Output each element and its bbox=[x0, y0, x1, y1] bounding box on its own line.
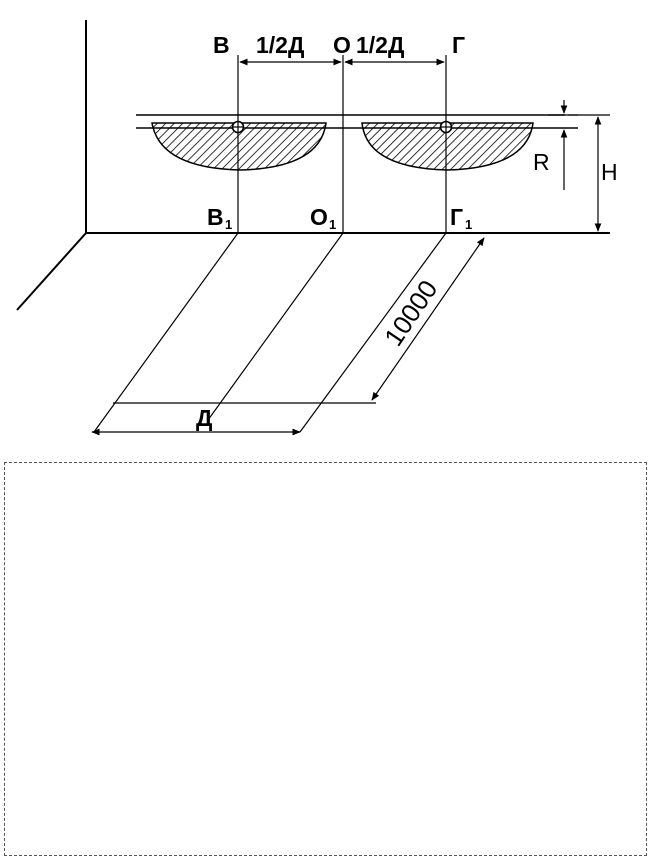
label-point-g1: Г bbox=[450, 204, 463, 230]
label-half-d-right: 1/2Д bbox=[356, 32, 404, 58]
label-point-o: О bbox=[333, 32, 351, 58]
sprinkler-coverage-diagram: В 1/2Д О 1/2Д Г В 1 О 1 Г 1 R H 10000 Д bbox=[16, 20, 618, 436]
label-point-v1: В bbox=[207, 204, 224, 230]
label-point-v1-subscript: 1 bbox=[225, 217, 232, 232]
projection-line-o bbox=[207, 232, 344, 421]
projection-line-v bbox=[93, 232, 239, 433]
label-point-g: Г bbox=[452, 32, 465, 58]
floor-perspective-edge bbox=[16, 232, 87, 311]
label-point-o1: О bbox=[310, 204, 328, 230]
distance-dimension bbox=[371, 237, 485, 401]
label-half-d-left: 1/2Д bbox=[256, 32, 304, 58]
label-point-g1-subscript: 1 bbox=[465, 217, 472, 232]
label-radius: R bbox=[533, 149, 550, 175]
label-height: H bbox=[601, 159, 618, 185]
label-diameter: Д bbox=[196, 405, 212, 431]
label-point-o1-subscript: 1 bbox=[329, 217, 336, 232]
empty-dashed-frame bbox=[4, 462, 647, 856]
label-point-v: В bbox=[213, 32, 230, 58]
coverage-zone-right bbox=[361, 122, 534, 171]
coverage-zone-left bbox=[151, 122, 327, 171]
